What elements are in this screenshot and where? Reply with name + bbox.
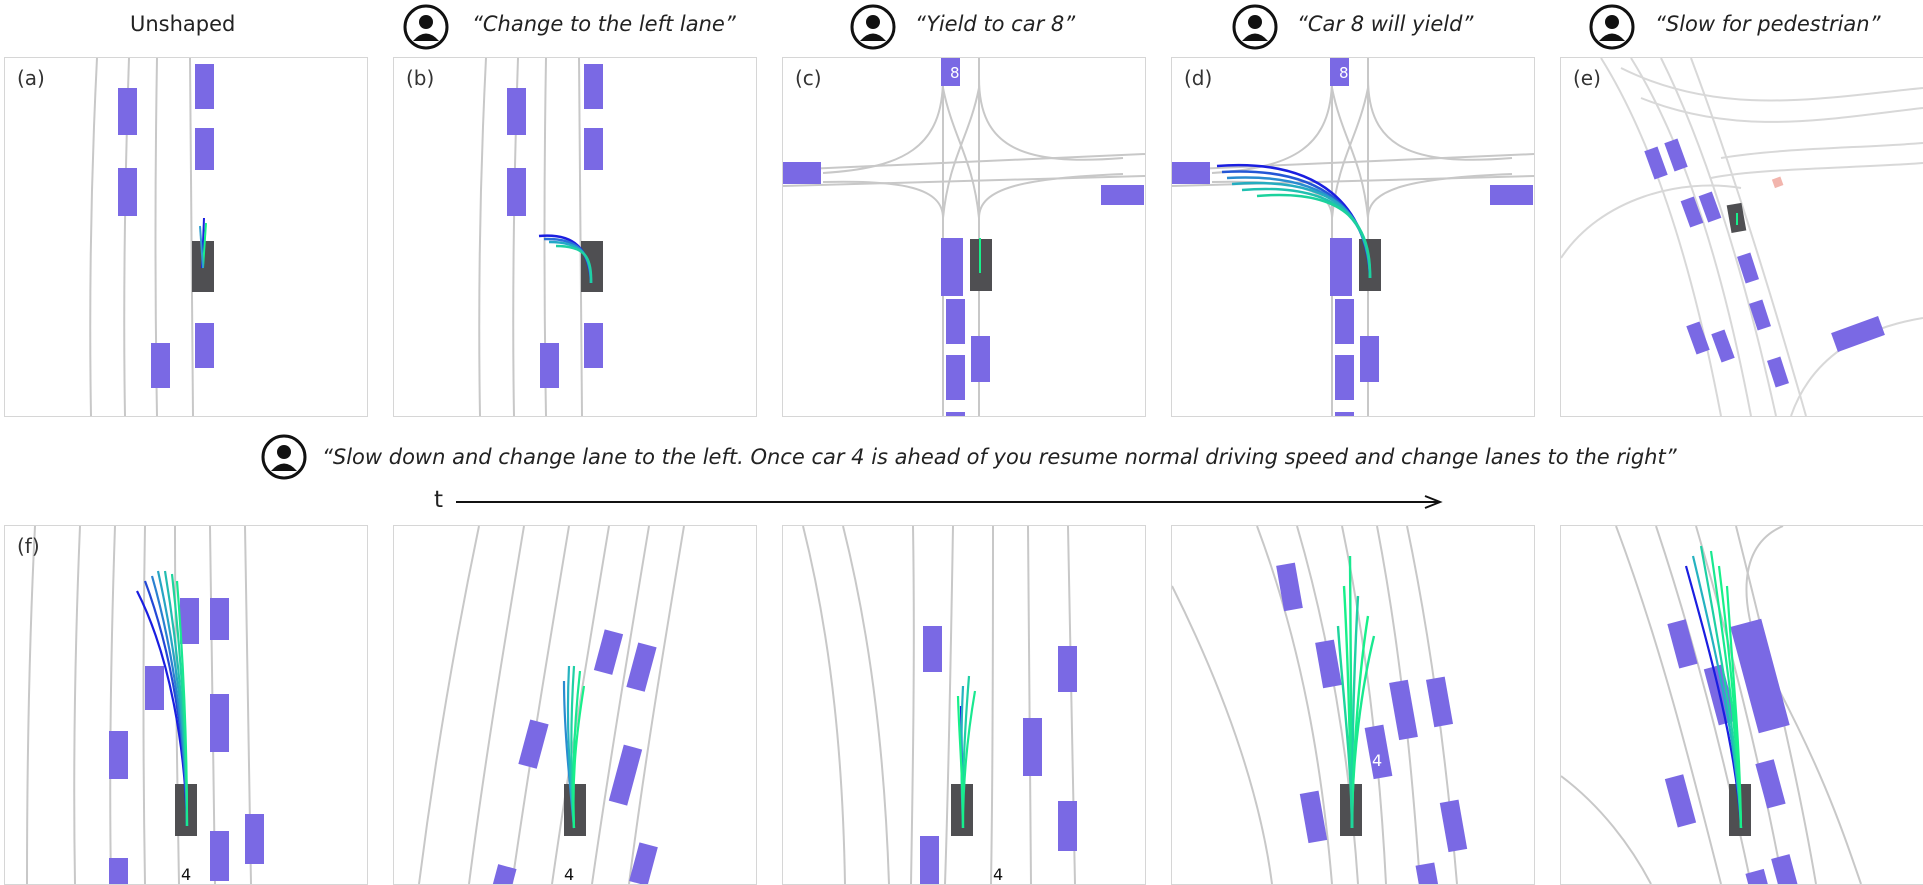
panel-a: (a) [4, 57, 368, 417]
header-left-lane: “Change to the left lane” [472, 12, 736, 36]
scene-f5 [1561, 526, 1862, 884]
header-unshaped: Unshaped [130, 12, 236, 36]
panel-e: (e) [1560, 57, 1923, 417]
time-axis-label: t [434, 487, 444, 513]
scene-e [1561, 58, 1923, 416]
panel-f3: 4 [782, 525, 1146, 885]
person-avatar-icon [403, 4, 449, 50]
car-label-4: 4 [564, 865, 574, 884]
car-label-4: 4 [1372, 751, 1382, 770]
scene-f4: 4 [1172, 526, 1468, 884]
scene-f1: 4 [26, 526, 264, 884]
panel-label-b: (b) [406, 66, 435, 90]
panel-label-c: (c) [795, 66, 822, 90]
instruction-text: “Slow down and change lane to the left. … [322, 445, 1677, 469]
scene-d: 8 [1172, 58, 1534, 416]
panel-f1: 4 (f) [4, 525, 368, 885]
car-label-8: 8 [950, 64, 960, 82]
panel-c: 8 (c) [782, 57, 1146, 417]
panel-label-f: (f) [17, 534, 40, 558]
panel-f2: 4 [393, 525, 757, 885]
scene-b [478, 58, 603, 416]
person-avatar-icon [1232, 4, 1278, 50]
header-pedestrian: “Slow for pedestrian” [1655, 12, 1881, 36]
car-label-8: 8 [1339, 64, 1349, 82]
person-avatar-icon [1589, 4, 1635, 50]
time-arrow [456, 495, 1443, 509]
panel-f5 [1560, 525, 1923, 885]
header-car8-yield: “Car 8 will yield” [1297, 12, 1474, 36]
scene-c: 8 [783, 58, 1145, 416]
panel-label-a: (a) [17, 66, 45, 90]
header-yield: “Yield to car 8” [915, 12, 1076, 36]
person-avatar-icon [261, 434, 307, 480]
panel-label-d: (d) [1184, 66, 1213, 90]
panel-f4: 4 [1171, 525, 1535, 885]
person-avatar-icon [850, 4, 896, 50]
scene-a [89, 58, 214, 416]
car-label-4: 4 [181, 865, 191, 884]
panel-label-e: (e) [1573, 66, 1601, 90]
scene-f3: 4 [802, 526, 1077, 884]
scene-f2: 4 [418, 526, 685, 884]
car-label-4: 4 [993, 865, 1003, 884]
panel-d: 8 (d) [1171, 57, 1535, 417]
panel-b: (b) [393, 57, 757, 417]
